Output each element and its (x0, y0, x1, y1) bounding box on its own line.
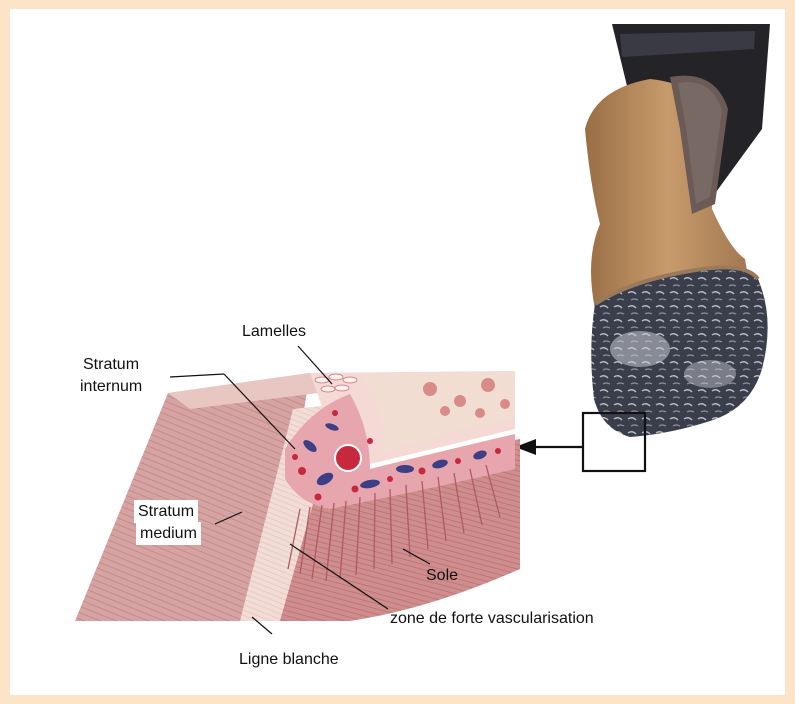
label-stratum-internum-line2: internum (76, 375, 146, 398)
label-stratum-internum-line1: Stratum (79, 353, 143, 376)
label-zone-vascularisation: zone de forte vascularisation (390, 609, 594, 628)
label-stratum-medium-line1: Stratum (134, 500, 198, 523)
label-lamelles: Lamelles (242, 322, 306, 341)
diagram-frame: Lamelles Stratum internum Stratum medium… (10, 9, 785, 695)
label-stratum-medium-line2: medium (136, 522, 201, 545)
label-sole: Sole (426, 566, 458, 585)
pointer-arrow (515, 439, 583, 455)
diagram-artwork (10, 9, 785, 695)
label-ligne-blanche: Ligne blanche (239, 650, 339, 669)
hoof-photo (585, 24, 770, 437)
